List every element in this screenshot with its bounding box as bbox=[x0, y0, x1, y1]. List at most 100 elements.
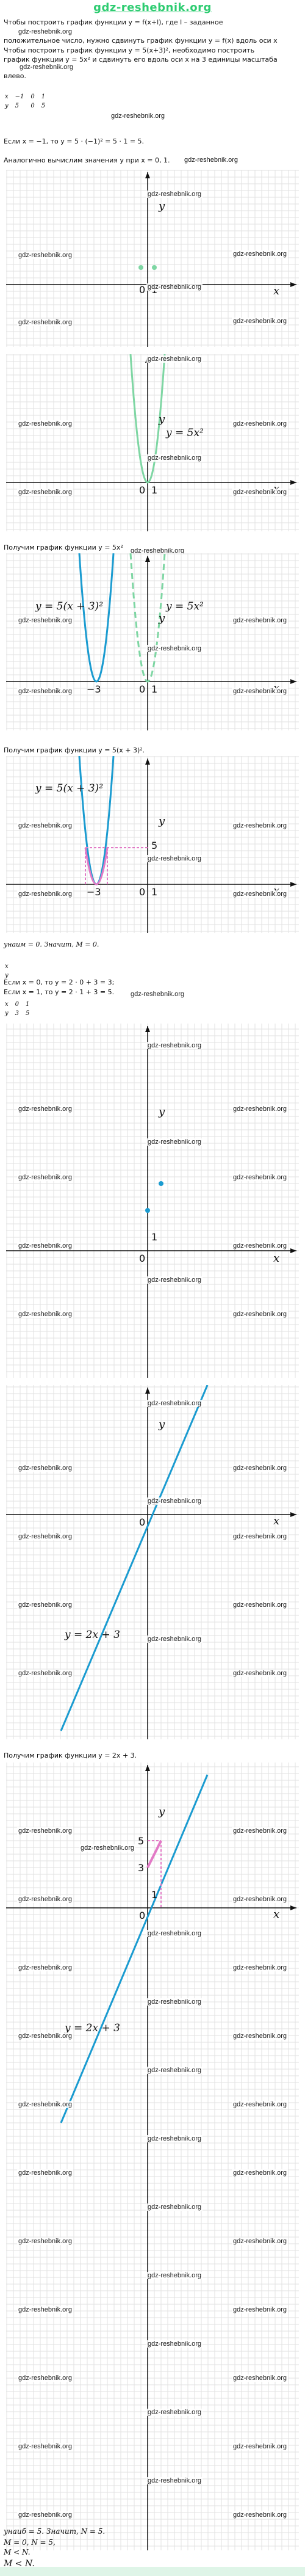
origin-label: 0 bbox=[139, 1253, 145, 1264]
origin-label: 0 bbox=[139, 1910, 145, 1921]
watermark: gdz-reshebnik.org bbox=[17, 688, 74, 695]
watermark: gdz-reshebnik.org bbox=[79, 1844, 136, 1852]
watermark: gdz-reshebnik.org bbox=[17, 1464, 74, 1472]
axis-y-label: y bbox=[158, 1105, 165, 1118]
watermark: gdz-reshebnik.org bbox=[146, 1930, 203, 1937]
intro-line-4: график функции y = 5x² и сдвинуть его вд… bbox=[4, 56, 278, 64]
site-logo[interactable]: gdz-reshebnik.org bbox=[93, 1, 212, 14]
watermark: gdz-reshebnik.org bbox=[17, 617, 74, 624]
table-x-label: x bbox=[5, 1001, 9, 1008]
watermark: gdz-reshebnik.org bbox=[232, 890, 289, 898]
origin-label: 0 bbox=[139, 1516, 145, 1528]
watermark: gdz-reshebnik.org bbox=[232, 1174, 289, 1181]
point bbox=[138, 265, 143, 270]
parabola-5x3 bbox=[78, 553, 115, 683]
table-cell: 5 bbox=[26, 1010, 30, 1017]
parabola-5x3 bbox=[78, 756, 115, 886]
axis-x-label: x bbox=[273, 1908, 279, 1921]
axes bbox=[6, 1765, 296, 2550]
watermark: gdz-reshebnik.org bbox=[17, 2306, 74, 2313]
curve-label: y = 2x + 3 bbox=[64, 1629, 120, 1641]
point bbox=[159, 1181, 163, 1186]
axis-y-label: y bbox=[158, 1418, 165, 1431]
watermark: gdz-reshebnik.org bbox=[232, 1311, 289, 1318]
y-axis-arrow bbox=[145, 1026, 150, 1032]
watermark: gdz-reshebnik.org bbox=[17, 1174, 74, 1181]
table-x-label: x bbox=[5, 963, 9, 970]
watermark: gdz-reshebnik.org bbox=[17, 1533, 74, 1540]
parabola-5x2 bbox=[129, 354, 166, 484]
got-text-1: Получим график функции y = 5x² bbox=[4, 544, 123, 551]
table-cell: 5 bbox=[15, 103, 20, 109]
watermark: gdz-reshebnik.org bbox=[17, 2238, 74, 2245]
watermark: gdz-reshebnik.org bbox=[232, 1896, 289, 1903]
watermark: gdz-reshebnik.org bbox=[17, 1964, 74, 1971]
unit-label: 1 bbox=[151, 484, 157, 496]
axis-x-label: x bbox=[273, 285, 279, 297]
watermark: gdz-reshebnik.org bbox=[146, 645, 203, 652]
grid bbox=[6, 1385, 299, 1739]
m-n-values: M = 0, N = 5, bbox=[4, 2538, 56, 2547]
table-x-label: x bbox=[5, 93, 9, 100]
axis-y-label: y bbox=[158, 200, 165, 213]
watermark: gdz-reshebnik.org bbox=[129, 991, 186, 998]
value-table-2-header: x y bbox=[4, 961, 15, 981]
watermark: gdz-reshebnik.org bbox=[232, 420, 289, 428]
watermark: gdz-reshebnik.org bbox=[232, 1827, 289, 1835]
y-axis-arrow bbox=[145, 172, 150, 178]
intro-line-2: положительное число, нужно сдвинуть граф… bbox=[4, 37, 278, 45]
grid bbox=[6, 756, 299, 933]
tick-label: −3 bbox=[87, 683, 101, 695]
origin-label: 0 bbox=[139, 484, 145, 496]
axes bbox=[6, 556, 296, 730]
watermark: gdz-reshebnik.org bbox=[232, 617, 289, 624]
table-y-label: y bbox=[5, 103, 9, 109]
graph-3: y x 0 1 −3 y = 5(x + 3)² y = 5x² bbox=[6, 553, 299, 730]
table-cell: −1 bbox=[15, 93, 24, 100]
watermark: gdz-reshebnik.org bbox=[17, 489, 74, 496]
watermark: gdz-reshebnik.org bbox=[232, 822, 289, 829]
watermark: gdz-reshebnik.org bbox=[146, 1635, 203, 1643]
y-axis-arrow bbox=[145, 556, 150, 562]
curve-label: y = 5(x + 3)² bbox=[35, 600, 103, 613]
parabola-5x2 bbox=[129, 553, 166, 683]
curve-label: y = 5x² bbox=[165, 427, 204, 439]
axis-y-label: y bbox=[158, 815, 165, 828]
watermark: gdz-reshebnik.org bbox=[129, 547, 186, 555]
watermark: gdz-reshebnik.org bbox=[17, 1601, 74, 1609]
watermark: gdz-reshebnik.org bbox=[146, 1497, 203, 1505]
graph-7: y x 0 1 5 3 y = 2x + 3 bbox=[6, 1763, 299, 2550]
watermark: gdz-reshebnik.org bbox=[146, 454, 203, 462]
watermark: gdz-reshebnik.org bbox=[146, 2340, 203, 2348]
grid bbox=[6, 1024, 299, 1378]
watermark: gdz-reshebnik.org bbox=[232, 1670, 289, 1677]
watermark: gdz-reshebnik.org bbox=[146, 2067, 203, 2074]
watermark: gdz-reshebnik.org bbox=[17, 1242, 74, 1250]
watermark: gdz-reshebnik.org bbox=[17, 1311, 74, 1318]
watermark: gdz-reshebnik.org bbox=[18, 64, 75, 71]
watermark: gdz-reshebnik.org bbox=[232, 2374, 289, 2382]
highlight-segment bbox=[84, 847, 109, 886]
watermark: gdz-reshebnik.org bbox=[17, 1105, 74, 1113]
y-min-text: yнаим = 0. Значит, M = 0. bbox=[4, 941, 99, 948]
table-y-label: y bbox=[5, 972, 9, 979]
value-table-2: x 0 1 y 3 5 bbox=[4, 999, 36, 1019]
watermark: gdz-reshebnik.org bbox=[232, 1464, 289, 1472]
x-axis-arrow bbox=[290, 480, 296, 485]
watermark: gdz-reshebnik.org bbox=[146, 1400, 203, 1407]
tick-label: −3 bbox=[87, 886, 101, 898]
watermark: gdz-reshebnik.org bbox=[17, 319, 74, 326]
grid bbox=[6, 354, 299, 531]
watermark: gdz-reshebnik.org bbox=[17, 2032, 74, 2040]
watermark: gdz-reshebnik.org bbox=[146, 2477, 203, 2484]
watermark: gdz-reshebnik.org bbox=[232, 318, 289, 325]
got-text-3: Получим график функции y = 2x + 3. bbox=[4, 1752, 137, 1759]
watermark: gdz-reshebnik.org bbox=[232, 250, 289, 258]
x-axis-arrow bbox=[290, 679, 296, 684]
watermark: gdz-reshebnik.org bbox=[17, 1827, 74, 1835]
watermark: gdz-reshebnik.org bbox=[17, 822, 74, 829]
watermark: gdz-reshebnik.org bbox=[146, 2409, 203, 2416]
site-header: gdz-reshebnik.org bbox=[0, 0, 305, 16]
watermark: gdz-reshebnik.org bbox=[146, 191, 203, 198]
table-cell: 3 bbox=[15, 1010, 20, 1017]
